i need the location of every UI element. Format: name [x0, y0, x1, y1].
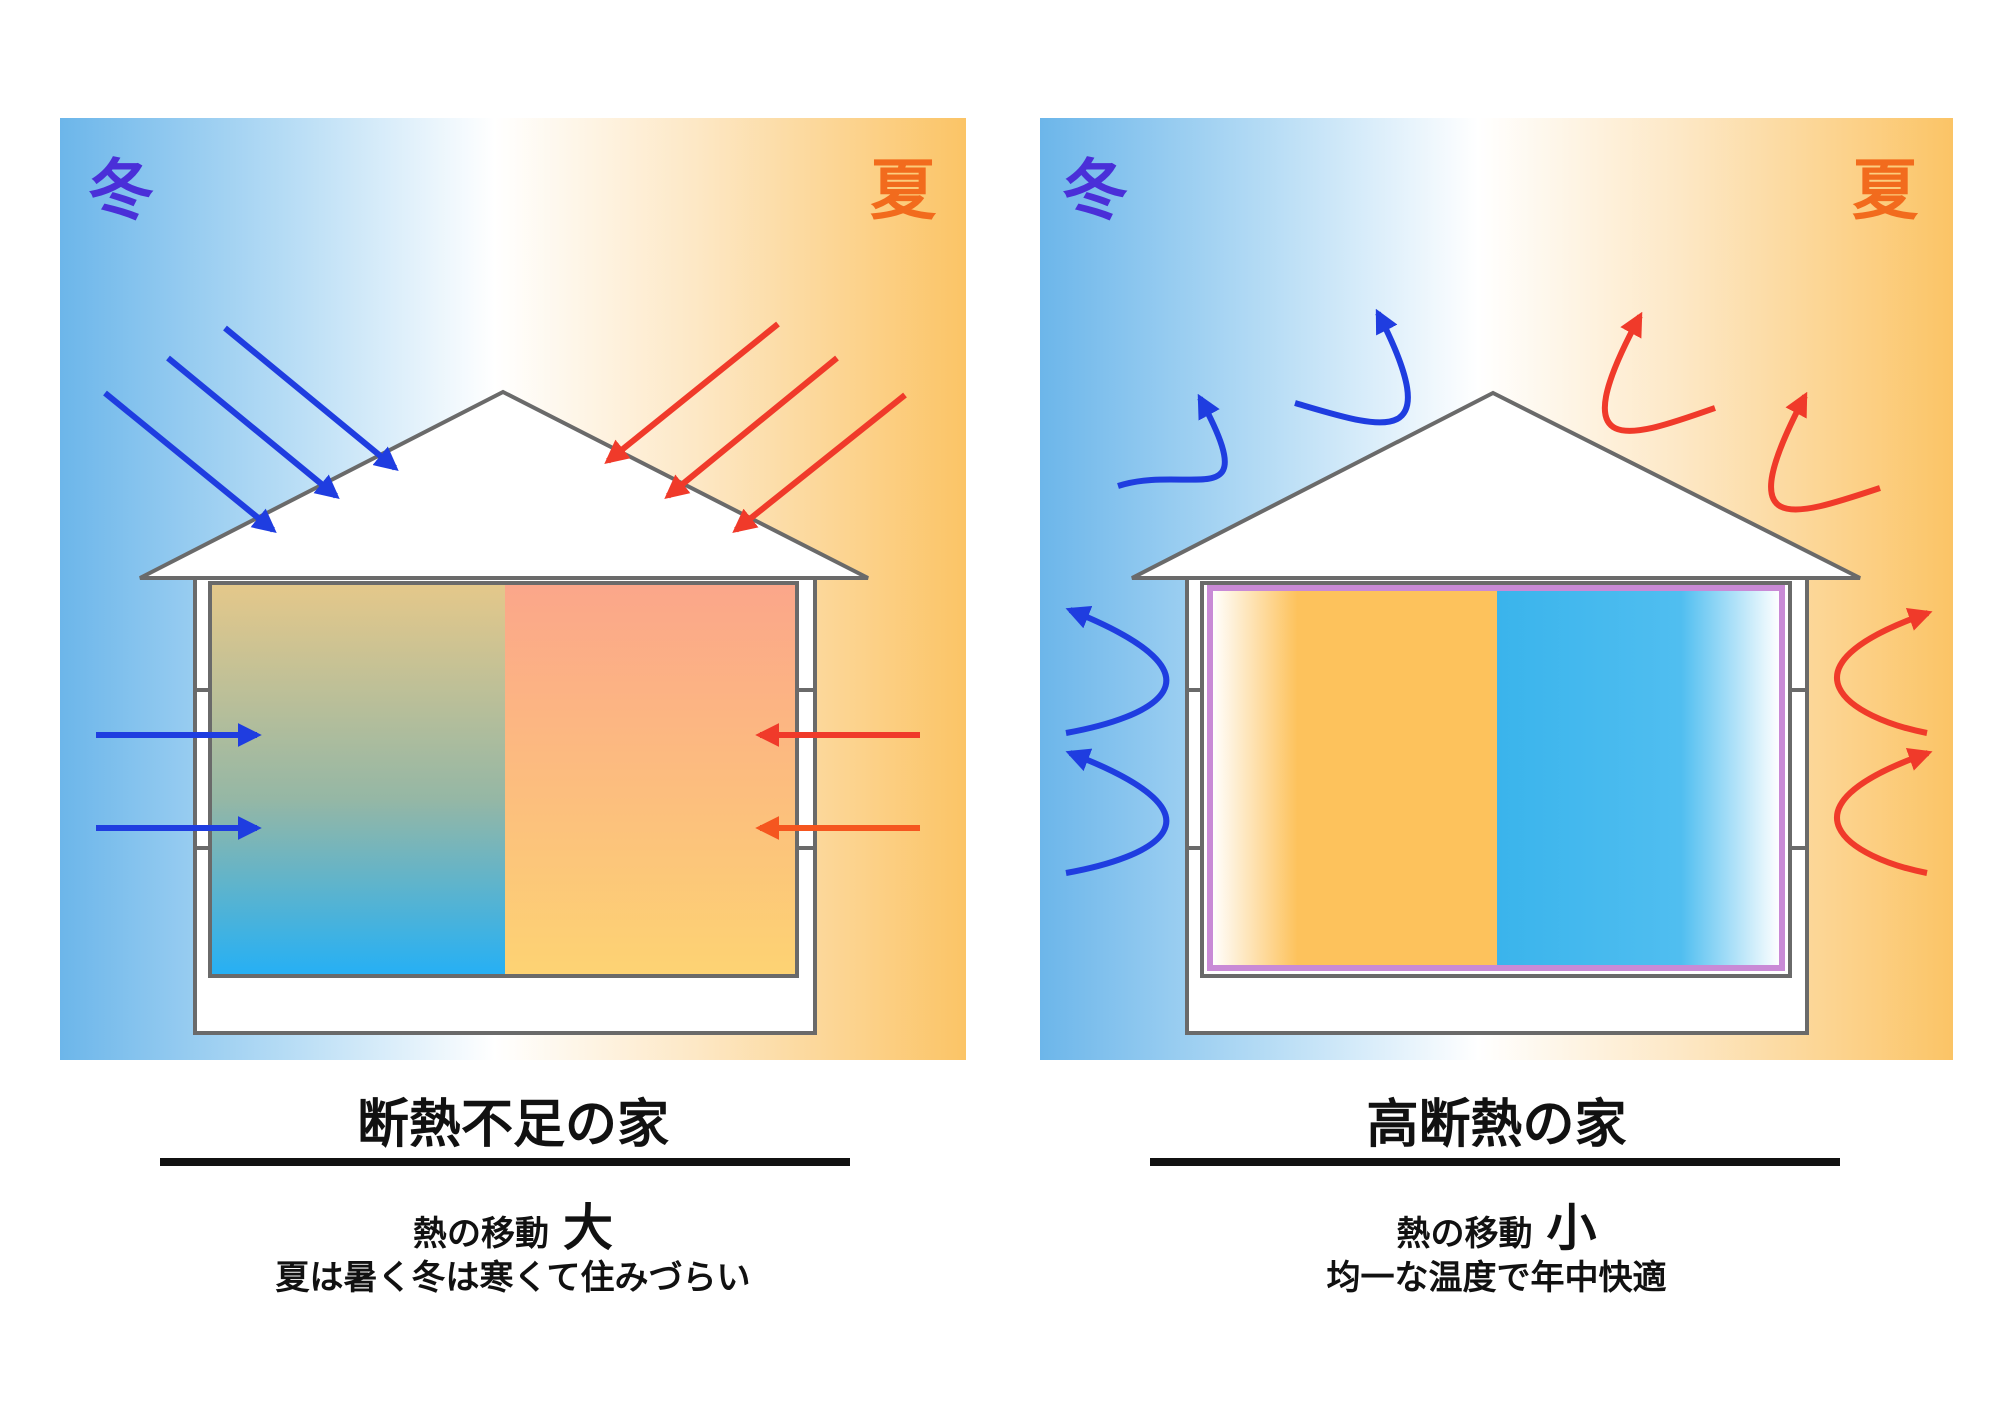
description-left: 夏は暑く冬は寒くて住みづらい: [60, 1250, 966, 1299]
hot-roof-arrow: [604, 321, 780, 465]
insulation-layer: [1207, 585, 1785, 971]
winter-label: 冬: [1062, 152, 1128, 229]
heat-movement-label: 熱の移動: [413, 1214, 549, 1254]
house-description: 均一な温度で年中快適: [1326, 1258, 1667, 1298]
hot-roof-arrow: [664, 355, 839, 500]
caption-left: 断熱不足の家: [60, 1082, 966, 1157]
caption-right: 高断熱の家: [1040, 1082, 1953, 1157]
hot-deflected-arrow: [1834, 607, 1933, 736]
summer-label: 夏: [870, 152, 937, 229]
hot-roof-arrows: [604, 321, 907, 533]
heat-movement-level: 小: [1546, 1199, 1597, 1257]
room-summer-side: [505, 583, 797, 976]
hot-deflected-arrow: [1768, 391, 1881, 513]
roof: [1131, 390, 1861, 580]
house-diagram-poor: 冬 夏: [88, 152, 937, 1035]
divider-left: [160, 1158, 850, 1166]
description-right: 均一な温度で年中快適: [1040, 1250, 1953, 1299]
panel-poor-insulation: 冬 夏: [60, 118, 966, 1060]
cold-wall-arrows: [96, 723, 262, 840]
heat-movement-level: 大: [563, 1199, 613, 1257]
divider-right: [1150, 1158, 1840, 1166]
panel-high-insulation: 冬 夏: [1040, 118, 1953, 1060]
hot-deflected-arrow: [1601, 311, 1716, 434]
cold-roof-arrows: [103, 325, 399, 534]
room-cool-side: [1497, 590, 1780, 966]
room-warm-side: [1212, 590, 1497, 966]
cold-deflected-arrows: [1065, 308, 1411, 876]
hot-deflected-arrow: [1834, 747, 1933, 876]
cold-roof-arrow: [223, 325, 399, 472]
cold-roof-arrow: [103, 390, 277, 534]
winter-label: 冬: [88, 152, 154, 229]
cold-deflected-arrow: [1117, 393, 1228, 489]
hot-wall-arrows: [755, 723, 920, 840]
house-description: 夏は暑く冬は寒くて住みづらい: [275, 1258, 751, 1298]
hot-deflected-arrows: [1601, 311, 1933, 876]
cold-roof-arrow: [166, 355, 340, 500]
heat-movement-left: 熱の移動大: [60, 1188, 966, 1260]
cold-deflected-arrow: [1065, 605, 1170, 736]
summer-label: 夏: [1852, 152, 1919, 229]
hot-roof-arrow: [732, 392, 907, 533]
cold-deflected-arrow: [1065, 748, 1170, 876]
room-winter-side: [210, 583, 505, 976]
house-title: 断熱不足の家: [356, 1095, 669, 1155]
cold-deflected-arrow: [1294, 308, 1411, 426]
house-title: 高断熱の家: [1366, 1095, 1627, 1155]
heat-movement-right: 熱の移動小: [1040, 1188, 1953, 1260]
heat-movement-label: 熱の移動: [1396, 1214, 1533, 1254]
house-diagram-insulated: 冬 夏: [1062, 152, 1933, 1035]
